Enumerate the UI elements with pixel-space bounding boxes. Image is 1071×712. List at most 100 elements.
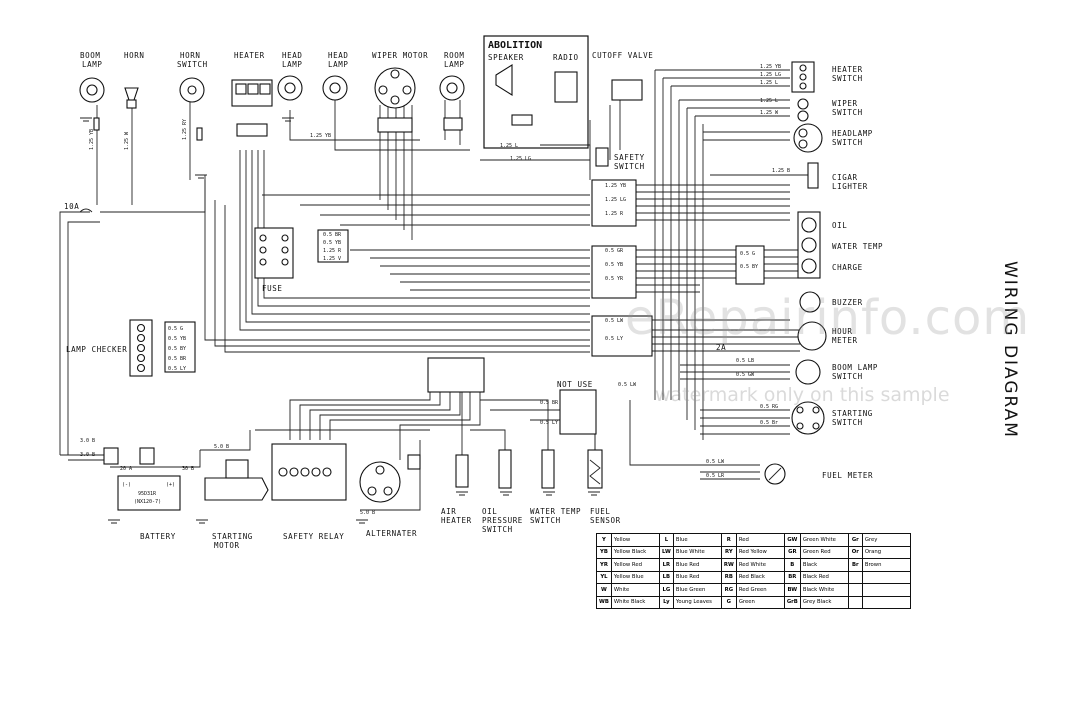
legend-code: YL xyxy=(596,570,612,584)
heater-label: HEATER xyxy=(234,51,265,60)
battery-terminal-pos: (+) xyxy=(166,482,175,488)
wire-code: 1.25 LG xyxy=(510,156,531,162)
cigar-lighter: CIGAR LIGHTER xyxy=(807,162,867,191)
oil-pressure-switch-label: OIL xyxy=(482,507,497,516)
legend-color-name xyxy=(861,595,911,609)
fuel-meter-label: FUEL METER xyxy=(822,471,873,480)
radio-label: RADIO xyxy=(553,53,579,62)
legend-code: GR xyxy=(783,545,801,559)
legend-color-name: Blue Red xyxy=(672,558,722,572)
wire-code: 1.25 LG xyxy=(760,72,781,78)
wire-code: 1.25 W xyxy=(760,110,779,116)
legend-code: R xyxy=(720,533,737,547)
wiper-motor-label: WIPER MOTOR xyxy=(372,51,428,60)
battery-wire-4: 3.0 B xyxy=(80,452,95,458)
cigar-lighter-label: CIGAR xyxy=(832,173,858,182)
fuel-sensor-label-2: SENSOR xyxy=(590,516,621,525)
fuse-label: FUSE xyxy=(262,284,282,293)
legend-code: LR xyxy=(658,558,674,572)
diagram-title: WIRING DIAGRAM xyxy=(990,240,1030,470)
legend-color-name xyxy=(861,583,911,597)
legend-color-name: Yellow Red xyxy=(610,558,660,572)
legend-color-name: Red Black xyxy=(735,570,785,584)
wire-code: 1.25 YB xyxy=(89,129,95,150)
wiper-switch: WIPER SWITCH xyxy=(797,98,862,122)
legend-color-name: Brown xyxy=(861,558,911,572)
legend-code: YR xyxy=(596,558,612,572)
legend-code: L xyxy=(658,533,674,547)
oil-pressure-switch-label-2: PRESSURE xyxy=(482,516,523,525)
battery-part-2: (NX120-7) xyxy=(134,499,161,505)
speaker-label: SPEAKER xyxy=(488,53,524,62)
battery-part: 95D31R xyxy=(138,491,157,497)
heater-switch-label-2: SWITCH xyxy=(832,74,863,83)
starting-switch: STARTING SWITCH xyxy=(791,401,872,435)
wire-code: 0.5 BY xyxy=(168,346,186,352)
fuel-sensor: FUEL SENSOR xyxy=(587,449,621,525)
boom-lamp-label: BOOM xyxy=(80,51,100,60)
room-lamp: ROOM LAMP xyxy=(439,51,465,131)
legend-code: G xyxy=(720,595,737,609)
headlamp-switch-label-2: SWITCH xyxy=(832,138,863,147)
horn-switch: HORN SWITCH xyxy=(177,51,207,141)
legend-code: Gr xyxy=(847,533,863,547)
legend-code: WB xyxy=(596,595,612,609)
wire-code: 1.25 L xyxy=(760,80,778,86)
legend-color-name: Grey xyxy=(861,533,911,547)
wire-code: 1.25 R xyxy=(605,211,624,217)
horn-switch-label: HORN xyxy=(180,51,200,60)
charge-label: CHARGE xyxy=(832,263,863,272)
legend-code: BR xyxy=(783,570,801,584)
headlamp-switch-label: HEADLAMP xyxy=(832,129,873,138)
oil-label: OIL xyxy=(832,221,847,230)
wire-code: 0.5 G xyxy=(740,251,755,257)
fuse: FUSE xyxy=(254,227,349,293)
battery-label: BATTERY xyxy=(140,532,176,541)
head-lamp-2: HEAD LAMP xyxy=(322,51,348,101)
boom-lamp: BOOM LAMP xyxy=(79,51,105,131)
safety-switch-label: SAFETY xyxy=(614,153,645,162)
legend-code: LG xyxy=(658,583,674,597)
wire-code: 0.5 LW xyxy=(706,459,725,465)
legend-color-name: White xyxy=(610,583,660,597)
wire-code: 1.25 LG xyxy=(605,197,626,203)
legend-color-name: Blue White xyxy=(672,545,722,559)
wire-code: 0.5 BR xyxy=(168,356,187,362)
legend-code: W xyxy=(596,583,612,597)
wire-code: 0.5 LY xyxy=(168,366,186,372)
fuse-10a: 10A xyxy=(64,202,93,213)
starting-motor-label-2: MOTOR xyxy=(214,541,240,550)
wire-code: 0.5 GR xyxy=(605,248,624,254)
legend-code: BW xyxy=(783,583,801,597)
warning-lamps: OIL WATER TEMP CHARGE xyxy=(797,211,883,279)
water-temp-switch-label: WATER TEMP xyxy=(530,507,581,516)
legend-color-name: Red White xyxy=(735,558,785,572)
legend-color-name: Green White xyxy=(799,533,849,547)
legend-code: Y xyxy=(596,533,612,547)
hour-meter-label-2: METER xyxy=(832,336,858,345)
cutoff-valve: CUTOFF VALVE xyxy=(592,51,653,101)
wire-code: 0.5 BR xyxy=(540,400,559,406)
legend-color-name: Yellow Black xyxy=(610,545,660,559)
legend-code: LB xyxy=(658,570,674,584)
wire-code: 1.25 L xyxy=(760,98,778,104)
wire-code: 1.25 YB xyxy=(310,133,331,139)
legend-color-name: Black White xyxy=(799,583,849,597)
battery-wire-3: 3.0 B xyxy=(80,438,95,444)
wire-code: 0.5 LW xyxy=(618,382,637,388)
alternater: ALTERNATER xyxy=(359,454,421,538)
boom-lamp-label-2: LAMP xyxy=(82,60,102,69)
legend-color-name: Black xyxy=(799,558,849,572)
boom-lamp-switch-label-2: SWITCH xyxy=(832,372,863,381)
wire-code: 1.25 B xyxy=(772,168,790,174)
wire-code: 0.5 BY xyxy=(740,264,758,270)
wire-code: 1.25 R xyxy=(323,248,342,254)
speaker-icon xyxy=(495,64,513,96)
water-temp-switch-label-2: SWITCH xyxy=(530,516,561,525)
wire-code: 5.0 B xyxy=(214,444,229,450)
wire-code: 0.5 BR xyxy=(323,232,342,238)
lamp-checker-label: LAMP CHECKER xyxy=(66,345,127,354)
